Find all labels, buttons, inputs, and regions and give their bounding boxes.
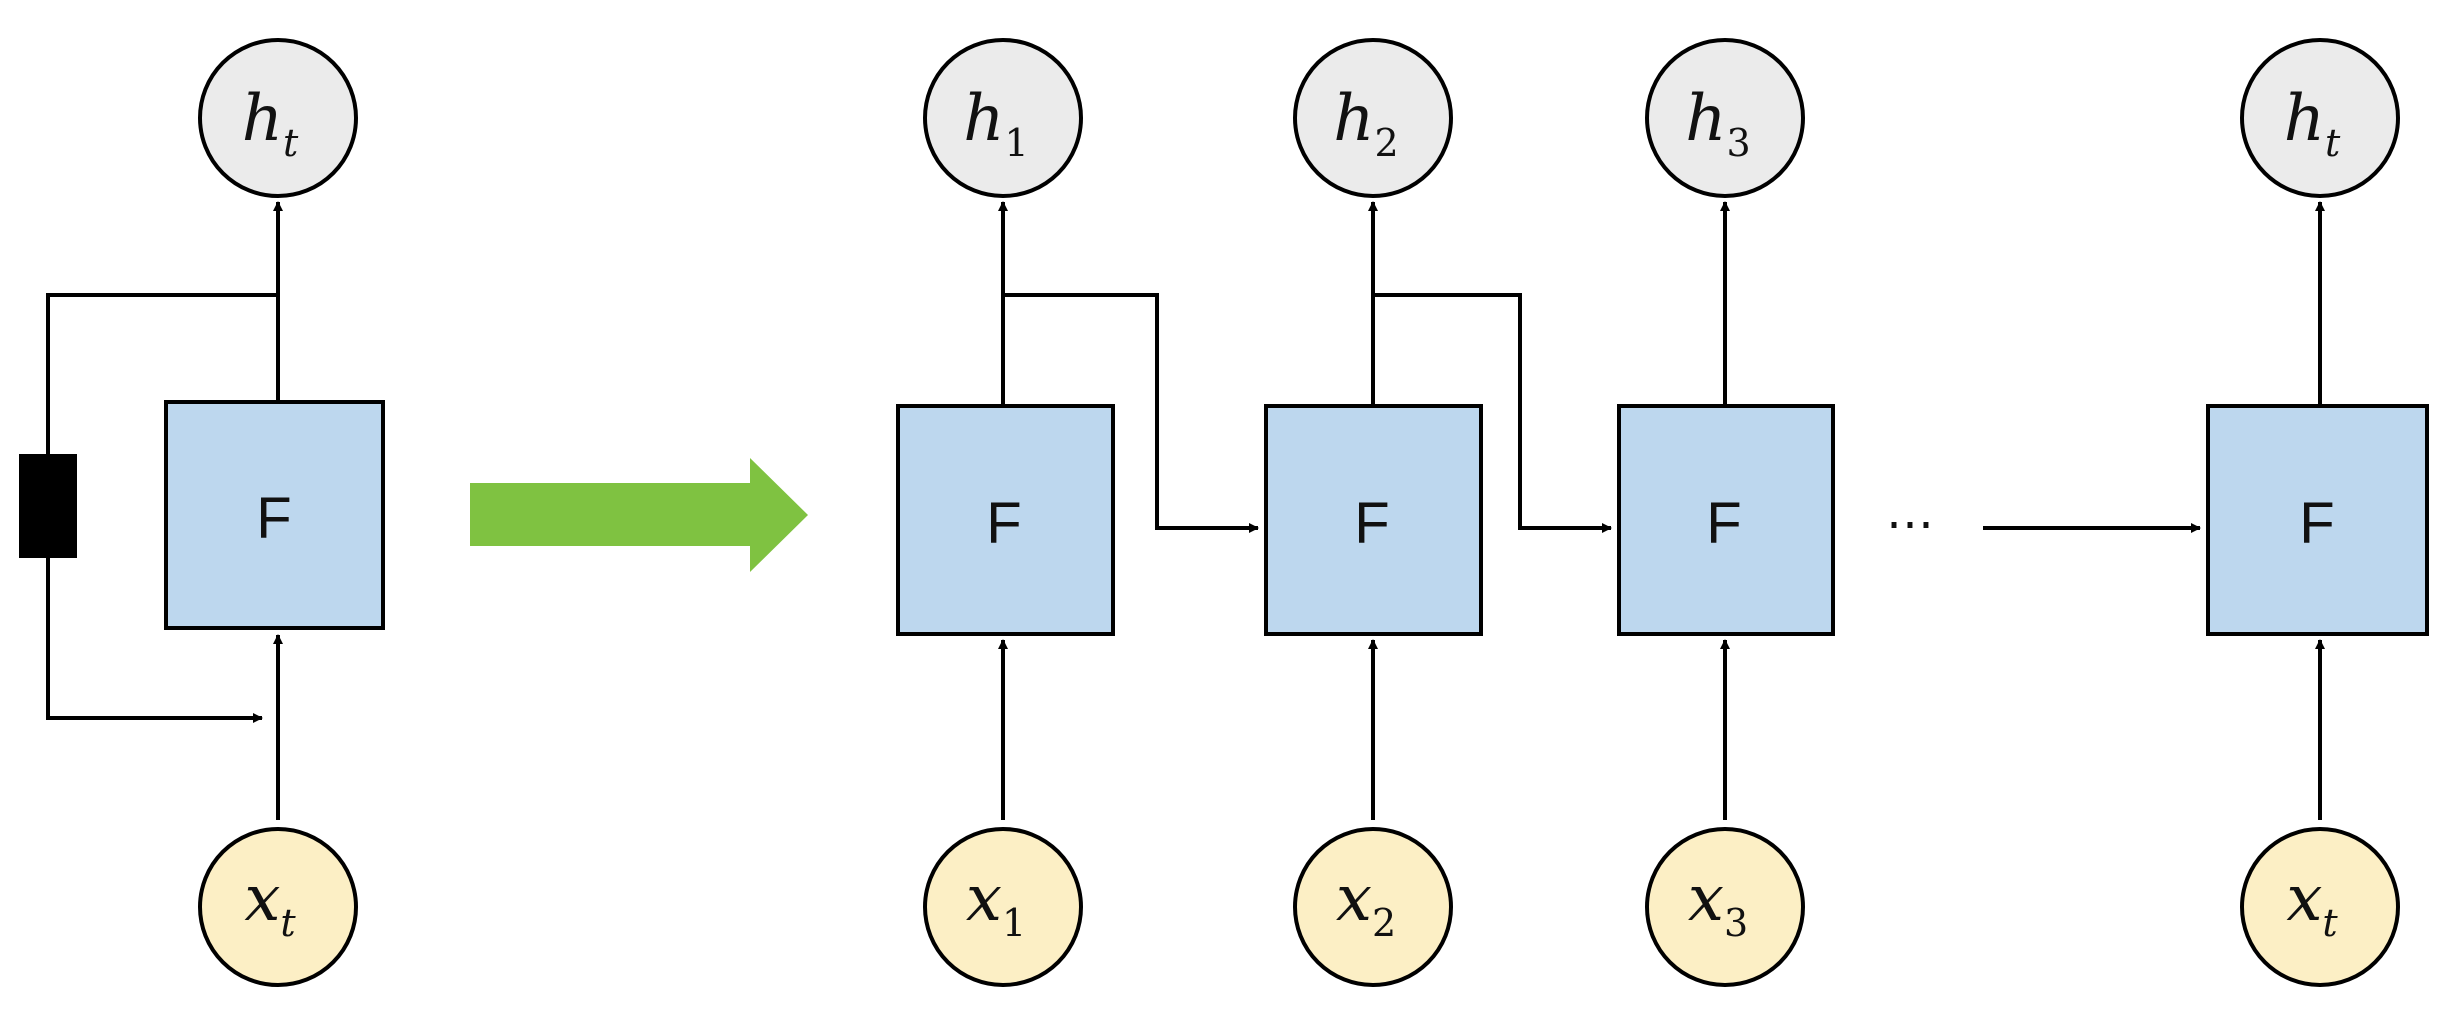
unfold-arrow-icon [470,458,808,572]
folded-input-node [198,827,358,987]
folded-input-main: x [244,862,280,936]
output-node-2 [1293,38,1453,198]
input-node-1-label: x1 [966,862,1026,945]
cell-3 [1617,404,1835,636]
folded-output-label: ht [242,82,299,165]
folded-cell-label: F [256,486,291,551]
cell-2 [1264,404,1483,636]
input-node-t [2240,827,2400,987]
output-node-t [2240,38,2400,198]
cell-3-label: F [1706,491,1741,556]
folded-output-main: h [242,82,283,156]
output-node-3 [1645,38,1805,198]
timestep-1: F h1 x1 [896,38,1115,987]
timestep-t: F ht xt [2206,38,2429,987]
unrolled-rnn: ⋯ F h1 x1 F h2 [896,38,2429,987]
recurrent-arrow-1-to-2 [1003,293,1259,533]
folded-output-node [198,38,358,198]
input-node-2 [1293,827,1453,987]
folded-cell [164,400,385,630]
output-node-2-label: h2 [1333,82,1398,165]
input-node-2-label: x2 [1336,862,1396,945]
timestep-2: F h2 x2 [1264,38,1483,987]
cell-t-label: F [2299,491,2334,556]
input-node-3-label: x3 [1688,862,1748,945]
delay-block [19,454,77,558]
input-node-t-label: xt [2286,862,2338,945]
output-node-1-label: h1 [963,82,1028,165]
ellipsis: ⋯ [1886,498,1934,551]
folded-rnn: F ht xt [19,38,385,987]
feedback-loop-line-top [46,293,278,455]
output-node-3-label: h3 [1685,82,1750,165]
cell-t [2206,404,2429,636]
folded-output-sub: t [283,121,299,165]
cell-2-label: F [1354,491,1389,556]
cell-1-label: F [986,491,1021,556]
timestep-3: F h3 x3 [1617,38,1835,987]
output-node-t-label: ht [2284,82,2341,165]
input-node-3 [1645,827,1805,987]
output-node-1 [923,38,1083,198]
folded-input-sub: t [280,901,296,945]
cell-1 [896,404,1115,636]
input-node-1 [923,827,1083,987]
folded-input-label: xt [244,862,296,945]
recurrent-arrow-2-to-3 [1373,293,1612,533]
feedback-loop-line-bottom [46,557,263,723]
